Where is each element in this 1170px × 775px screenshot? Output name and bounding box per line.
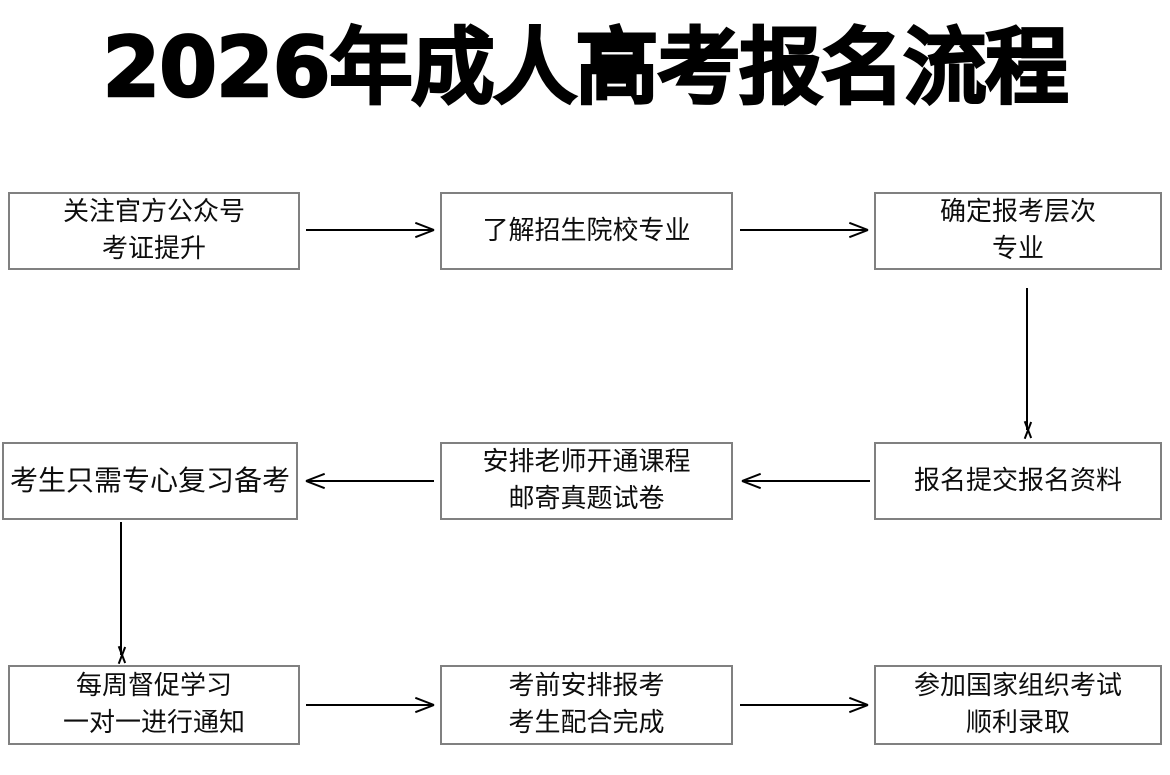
flow-node-4[interactable]: 报名提交报名资料 (874, 442, 1162, 520)
flow-arrow-8-to-9 (740, 689, 869, 721)
flow-arrow-3-to-4 (1010, 288, 1044, 440)
flow-node-7-line-1: 每周督促学习 (75, 671, 232, 702)
flow-node-8[interactable]: 考前安排报考 考生配合完成 (440, 665, 733, 745)
flow-node-8-line-1: 考前安排报考 (508, 671, 665, 702)
flow-node-5[interactable]: 安排老师开通课程 邮寄真题试卷 (440, 442, 733, 520)
flow-node-2-line-1: 了解招生院校专业 (482, 215, 691, 246)
flow-node-9[interactable]: 参加国家组织考试 顺利录取 (874, 665, 1162, 745)
flow-node-5-line-2: 邮寄真题试卷 (508, 484, 665, 514)
flow-node-1-line-1: 关注官方公众号 (62, 197, 245, 228)
flow-arrow-4-to-5 (741, 465, 870, 497)
flow-node-3-line-1: 确定报考层次 (939, 197, 1096, 228)
flow-node-3[interactable]: 确定报考层次 专业 (874, 192, 1162, 270)
flow-node-1[interactable]: 关注官方公众号 考证提升 (8, 192, 300, 270)
flow-arrow-2-to-3 (740, 214, 869, 246)
flow-node-7-line-2: 一对一进行通知 (62, 708, 245, 738)
flow-node-7[interactable]: 每周督促学习 一对一进行通知 (8, 665, 300, 745)
flow-node-8-line-2: 考生配合完成 (508, 708, 665, 738)
flow-arrow-5-to-6 (305, 465, 434, 497)
flow-node-1-line-2: 考证提升 (101, 234, 206, 264)
flow-node-3-line-2: 专业 (991, 234, 1044, 264)
flow-arrow-6-to-7 (104, 522, 138, 665)
flow-node-6[interactable]: 考生只需专心复习备考 (2, 442, 298, 520)
flow-node-9-line-2: 顺利录取 (965, 708, 1070, 738)
page-title: 2026年成人高考报名流程 (101, 19, 1069, 116)
flow-node-2[interactable]: 了解招生院校专业 (440, 192, 733, 270)
flow-arrow-7-to-8 (306, 689, 435, 721)
flow-node-4-line-1: 报名提交报名资料 (913, 465, 1122, 496)
flow-arrow-1-to-2 (306, 214, 435, 246)
flow-node-6-line-1: 考生只需专心复习备考 (9, 464, 290, 498)
flow-node-5-line-1: 安排老师开通课程 (482, 447, 691, 478)
flow-node-9-line-1: 参加国家组织考试 (913, 671, 1122, 702)
